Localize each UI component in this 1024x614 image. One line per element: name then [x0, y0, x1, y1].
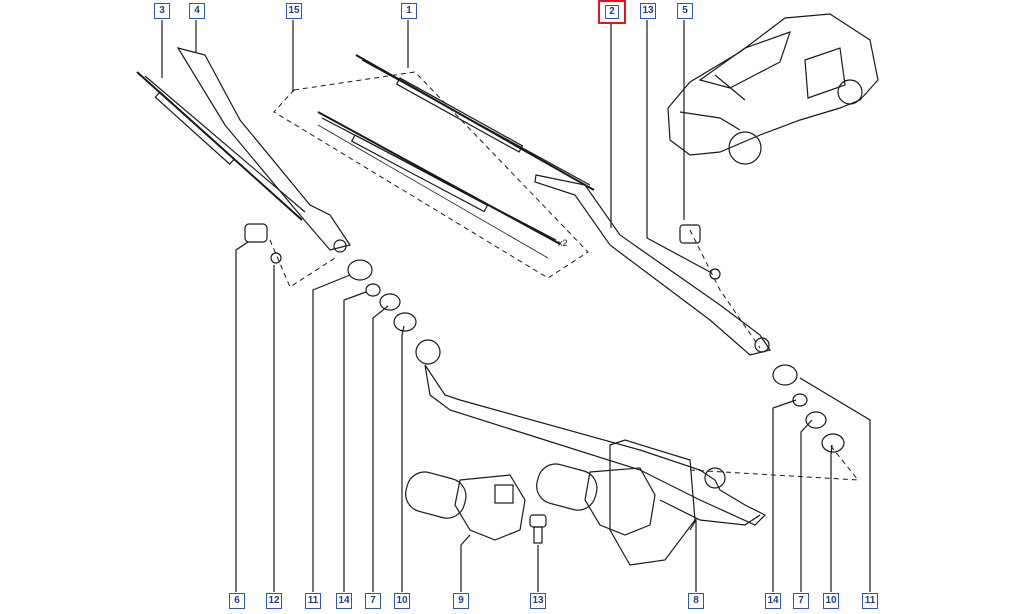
- motor-assembly: [536, 463, 656, 536]
- callout-3[interactable]: 3: [154, 3, 170, 19]
- nut-12: [270, 252, 282, 264]
- leader-10-left: [401, 325, 405, 592]
- callout-12[interactable]: 12: [266, 593, 282, 609]
- leader-6: [235, 241, 249, 592]
- leader-9: [460, 534, 471, 592]
- cap-5: [679, 224, 701, 244]
- washer-14-right: [792, 393, 808, 407]
- seal-10-right: [821, 433, 845, 453]
- callout-8[interactable]: 8: [688, 593, 704, 609]
- callout-9[interactable]: 9: [453, 593, 469, 609]
- callout-5[interactable]: 5: [677, 3, 693, 19]
- callout-10-left[interactable]: 10: [394, 593, 410, 609]
- left-nut-dash: [269, 239, 336, 288]
- linkage-8: [415, 339, 767, 566]
- bolt-13: [529, 514, 547, 544]
- seal-7-left: [379, 293, 401, 311]
- leader-11-left: [312, 274, 351, 592]
- leader-8: [689, 517, 697, 592]
- nut-13: [709, 268, 721, 280]
- callout-6[interactable]: 6: [229, 593, 245, 609]
- callout-14-left[interactable]: 14: [336, 593, 352, 609]
- callout-2-selected[interactable]: 2: [598, 0, 626, 24]
- quantity-note: x2: [558, 238, 568, 248]
- leader-11-right: [799, 377, 871, 592]
- callout-13-top[interactable]: 13: [640, 3, 656, 19]
- callout-7-left[interactable]: 7: [365, 593, 381, 609]
- motor-9: [405, 471, 526, 541]
- leader-13-top: [646, 20, 711, 273]
- bushing-11-right: [772, 364, 798, 386]
- callout-14-right[interactable]: 14: [765, 593, 781, 609]
- seal-7-right: [805, 411, 827, 429]
- callout-11-left[interactable]: 11: [305, 593, 321, 609]
- callout-13-bottom[interactable]: 13: [530, 593, 546, 609]
- callout-4[interactable]: 4: [189, 3, 205, 19]
- wiper-blade-3: [136, 71, 306, 221]
- callout-7-right[interactable]: 7: [793, 593, 809, 609]
- blade-kit-outline: [273, 71, 589, 279]
- cap-6: [244, 223, 268, 243]
- leader-14-right: [772, 399, 797, 592]
- car-illustration: [667, 13, 879, 165]
- callout-15[interactable]: 15: [286, 3, 302, 19]
- callout-10-right[interactable]: 10: [823, 593, 839, 609]
- seal-10-left: [393, 312, 417, 332]
- right-cap-dash: [689, 229, 761, 349]
- washer-14-left: [365, 283, 381, 297]
- wiper-blade-15: [317, 111, 561, 259]
- callout-2-label: 2: [605, 5, 619, 19]
- wiper-arm-2: [534, 174, 771, 356]
- wiper-arm-4: [176, 47, 351, 253]
- callout-11-right[interactable]: 11: [862, 593, 878, 609]
- bushing-11-left: [347, 259, 373, 281]
- right-seal-dash: [689, 444, 860, 481]
- leader-14-left: [343, 291, 367, 592]
- wiper-blade-1: [355, 54, 595, 191]
- leader-7-right: [800, 419, 813, 592]
- leader-10-right: [830, 444, 833, 592]
- callout-1[interactable]: 1: [401, 3, 417, 19]
- leader-7-left: [372, 305, 389, 592]
